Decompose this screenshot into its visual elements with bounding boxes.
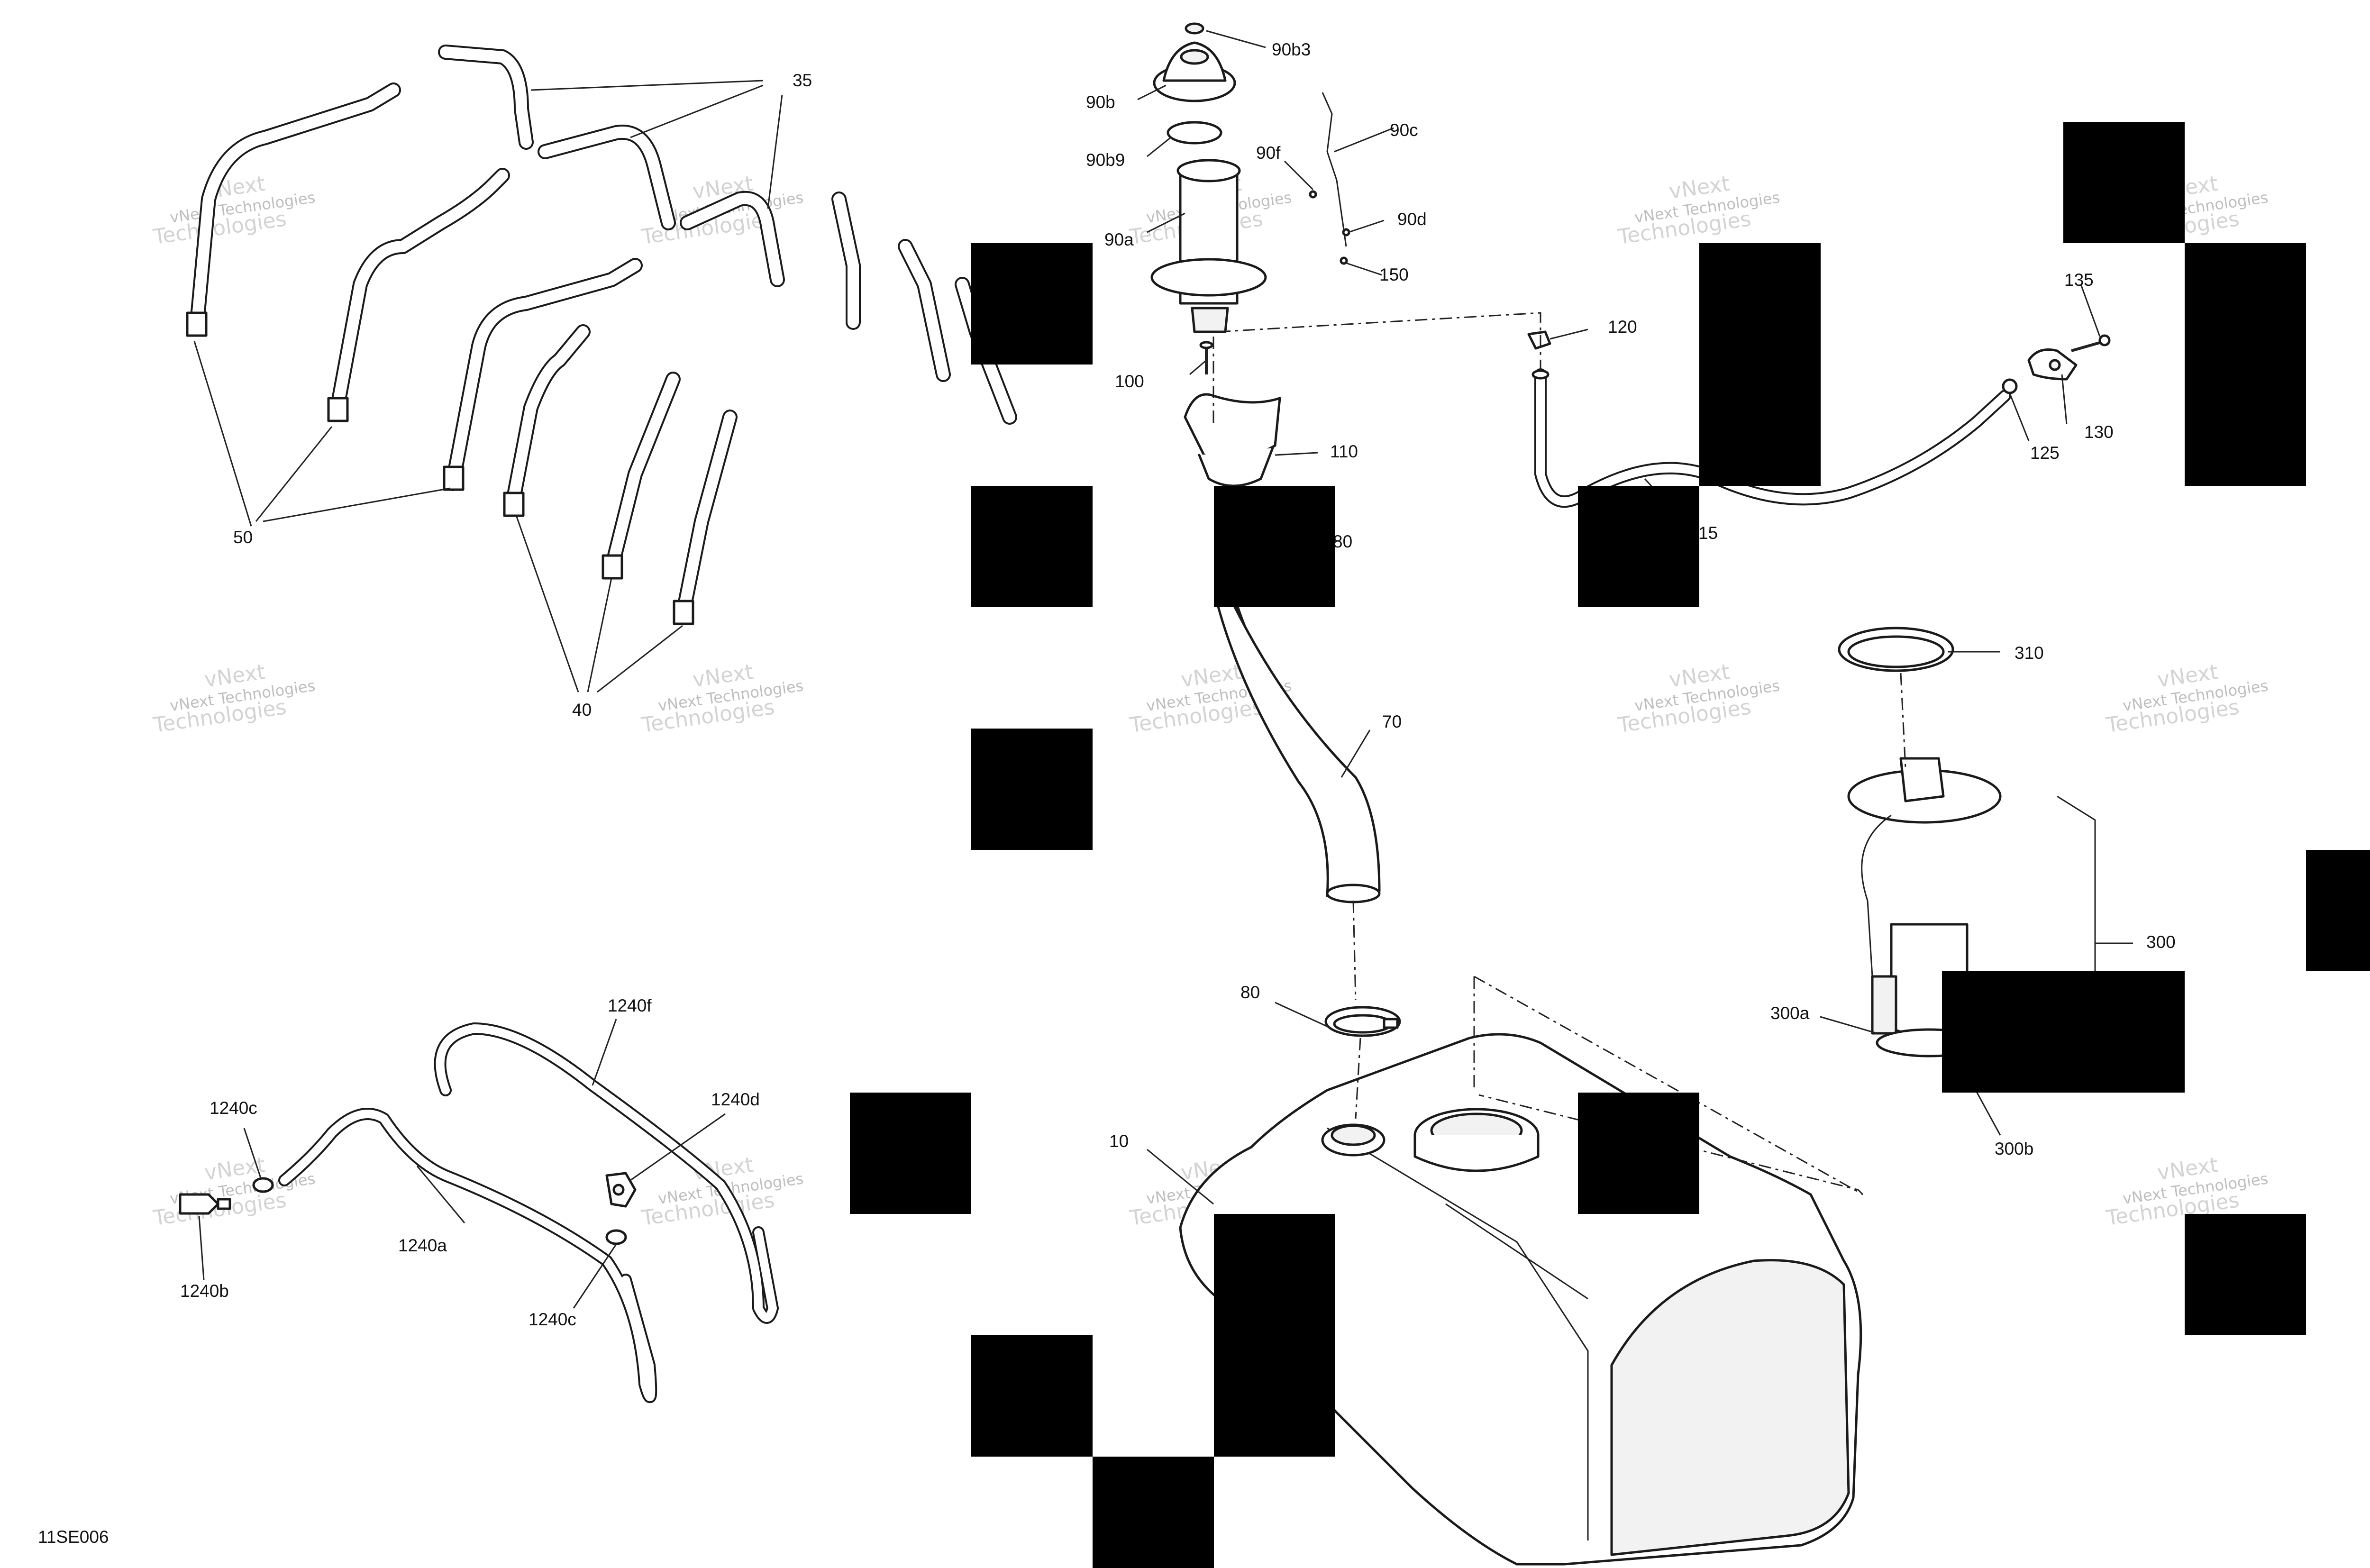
- callout-80-bottom: 80: [1240, 983, 1260, 1002]
- tank-strap: [831, 191, 861, 330]
- callout-10: 10: [1109, 1131, 1129, 1151]
- tank-strap: [443, 258, 643, 491]
- callout-1240d: 1240d: [711, 1090, 760, 1109]
- redaction-block: [2185, 243, 2306, 486]
- callout-1240a: 1240a: [398, 1236, 447, 1255]
- callout-90a: 90a: [1104, 230, 1134, 249]
- diagram-code: 11SE006: [38, 1527, 109, 1547]
- redaction-block: [971, 486, 1093, 607]
- redaction-block: [1699, 243, 1821, 486]
- filler-neck-assembly: [1150, 22, 1401, 1037]
- tank-strap: [186, 82, 401, 337]
- vent-clip: [605, 1172, 637, 1208]
- callout-310: 310: [2014, 643, 2044, 663]
- redaction-block: [2063, 122, 2185, 243]
- redaction-block: [971, 729, 1093, 850]
- vent-lines-group: [179, 1022, 779, 1404]
- watermark: vNext Technologies vNext Technologies: [2104, 660, 2269, 738]
- watermark: vNext Technologies vNext Technologies: [151, 660, 316, 738]
- callout-1240c-top: 1240c: [210, 1098, 257, 1118]
- redaction-blocks: [850, 122, 2370, 1568]
- vent-clamp: [605, 1229, 627, 1245]
- callout-70: 70: [1382, 712, 1402, 731]
- redaction-block: [1578, 486, 1699, 607]
- callout-1240b: 1240b: [180, 1281, 229, 1301]
- callout-1240f: 1240f: [608, 996, 652, 1015]
- vent-grommet: [2002, 378, 2018, 394]
- watermark: vNext Technologies vNext Technologies: [639, 660, 804, 738]
- vent-clamp: [252, 1177, 274, 1193]
- tank-strap: [538, 124, 676, 230]
- redaction-block: [1578, 1093, 1699, 1214]
- filler-funnel: [1184, 393, 1281, 487]
- callout-1240c-bottom: 1240c: [529, 1310, 576, 1329]
- callout-150: 150: [1379, 265, 1409, 284]
- cap-gasket: [1167, 121, 1222, 145]
- tank-strap: [438, 45, 534, 150]
- watermark: vNext Technologies vNext Technologies: [151, 172, 316, 249]
- redaction-block: [971, 1335, 1093, 1457]
- redaction-block: [1942, 971, 2185, 1093]
- tank-strap: [602, 372, 681, 580]
- callout-90d: 90d: [1397, 210, 1427, 229]
- callout-125: 125: [2030, 443, 2060, 463]
- callout-80-top: 80: [1333, 532, 1352, 551]
- cap-button: [1185, 22, 1204, 35]
- callout-90c: 90c: [1390, 120, 1418, 140]
- vent-line-lower: [278, 1108, 657, 1404]
- leader-lines: [193, 30, 2133, 1309]
- vent-line-upper: [434, 1022, 779, 1324]
- tank-strap: [503, 324, 591, 517]
- callout-300: 300: [2146, 932, 2176, 952]
- callout-120: 120: [1608, 317, 1637, 337]
- callout-300a: 300a: [1770, 1003, 1810, 1023]
- callout-90f: 90f: [1256, 143, 1281, 163]
- callout-135: 135: [2064, 270, 2094, 290]
- filler-neck-body: [1150, 159, 1267, 333]
- tank-strap: [673, 410, 738, 625]
- callout-40: 40: [572, 700, 592, 720]
- tank-straps-group: [186, 45, 1017, 625]
- watermark: vNext Technologies vNext Technologies: [1616, 660, 1781, 738]
- redaction-block: [1214, 1214, 1335, 1457]
- vent-chain: [1309, 92, 1350, 265]
- pump-mount-ring: [1413, 1108, 1540, 1172]
- redaction-block: [1214, 486, 1335, 607]
- tank-strap: [680, 191, 785, 287]
- tank-strap: [898, 239, 951, 382]
- callout-15: 15: [1698, 523, 1718, 543]
- callout-100: 100: [1115, 372, 1144, 391]
- callout-35: 35: [793, 71, 812, 90]
- callout-90b9: 90b9: [1086, 150, 1125, 170]
- callout-90b: 90b: [1086, 92, 1115, 112]
- callout-110: 110: [1330, 442, 1358, 461]
- callout-50: 50: [233, 528, 253, 547]
- redaction-block: [1093, 1457, 1214, 1568]
- fuel-cap: [1153, 41, 1236, 102]
- vent-valve: [2027, 348, 2078, 381]
- tank-strap: [327, 168, 510, 422]
- vent-check-valve: [179, 1193, 231, 1215]
- callout-300b: 300b: [1995, 1139, 2033, 1158]
- vent-fitting: [1527, 330, 1551, 350]
- screw: [1199, 341, 1213, 374]
- vent-screw: [2071, 334, 2111, 352]
- redaction-block: [971, 243, 1093, 365]
- callout-labels: 35 50 40 90b3 90b 90b9 90f 90c 90a 90d 1…: [38, 40, 2176, 1547]
- hose-clamp: [1324, 1006, 1401, 1037]
- redaction-block: [2306, 850, 2370, 971]
- redaction-block: [2185, 1214, 2306, 1335]
- redaction-block: [850, 1093, 971, 1214]
- callout-130: 130: [2084, 422, 2114, 442]
- watermark: vNext Technologies vNext Technologies: [151, 1153, 316, 1231]
- callout-90b3: 90b3: [1272, 40, 1311, 59]
- pump-seal-ring: [1838, 627, 1954, 672]
- filler-hose: [1217, 591, 1381, 903]
- watermark: vNext Technologies vNext Technologies: [1616, 172, 1781, 249]
